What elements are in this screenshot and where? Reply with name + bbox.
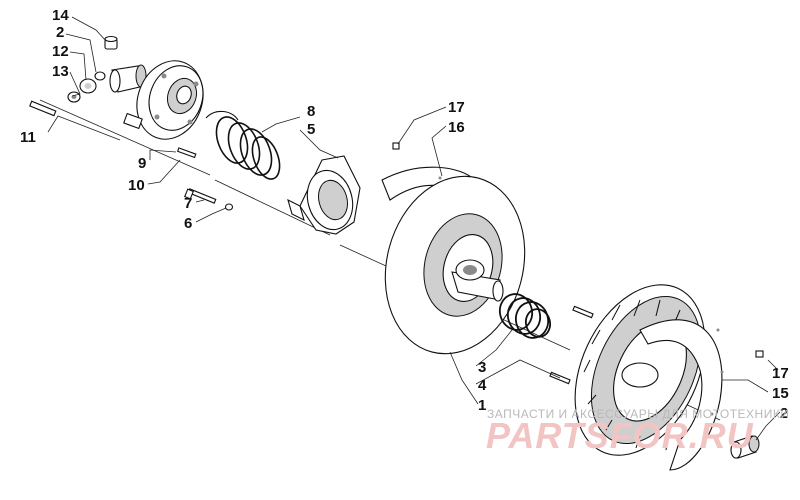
part-12-bushing: [79, 78, 97, 94]
callout-4: 4: [478, 377, 487, 394]
part-10-roll-pin: [176, 147, 197, 159]
watermark-caption: ЗАПЧАСТИ И АКСЕССУАРЫ ДЛЯ МОТОТЕХНИКИ: [487, 407, 789, 421]
callout-3: 3: [478, 359, 486, 376]
callout-14: 14: [52, 7, 69, 24]
part-2-nut-top: [94, 71, 106, 81]
watermark-logo: PARTSFOR.RU: [486, 415, 754, 456]
callout-17-top: 17: [448, 99, 465, 116]
part-1-sheave: [384, 175, 526, 355]
callout-8: 8: [307, 103, 315, 120]
part-3-spring: [498, 293, 552, 339]
callout-labels: 14 2 12 13 11 9 10 7 6 8 5 17 16 3 4 1 1…: [20, 7, 789, 422]
leader-lines: [47, 16, 781, 441]
part-13-washer: [67, 91, 81, 103]
part-7-bolt: [184, 188, 217, 204]
part-9-cover-plate: [123, 60, 204, 140]
callout-1: 1: [478, 397, 486, 414]
callout-11: 11: [20, 129, 36, 146]
watermark: ЗАПЧАСТИ И АКСЕССУАРЫ ДЛЯ МОТОТЕХНИКИ PA…: [486, 407, 789, 456]
callout-15: 15: [772, 385, 789, 402]
callout-2-bottom: 2: [780, 405, 788, 422]
assembly-axis-line: [39, 99, 721, 421]
part-6-washer: [224, 203, 234, 211]
callout-10: 10: [128, 177, 145, 194]
callout-2-top: 2: [56, 24, 64, 41]
callout-12: 12: [52, 43, 69, 60]
callout-7: 7: [184, 195, 192, 212]
callout-16: 16: [448, 119, 465, 136]
part-8-spring: [205, 110, 281, 180]
part-11-pin: [29, 100, 57, 117]
part-2-bushing-bottom: [730, 435, 760, 459]
part-17-screw-right: [755, 350, 764, 358]
callout-17-right: 17: [772, 365, 789, 382]
part-17-screw-top: [392, 142, 400, 150]
part-5-cam: [287, 155, 361, 235]
callout-13: 13: [52, 63, 69, 80]
part-15-cover-crescent: [639, 319, 724, 471]
callout-9: 9: [138, 155, 146, 172]
callout-6: 6: [184, 215, 192, 232]
callout-5: 5: [307, 121, 315, 138]
part-14-cap-nut: [104, 35, 118, 50]
part-sleeve: [109, 64, 147, 93]
